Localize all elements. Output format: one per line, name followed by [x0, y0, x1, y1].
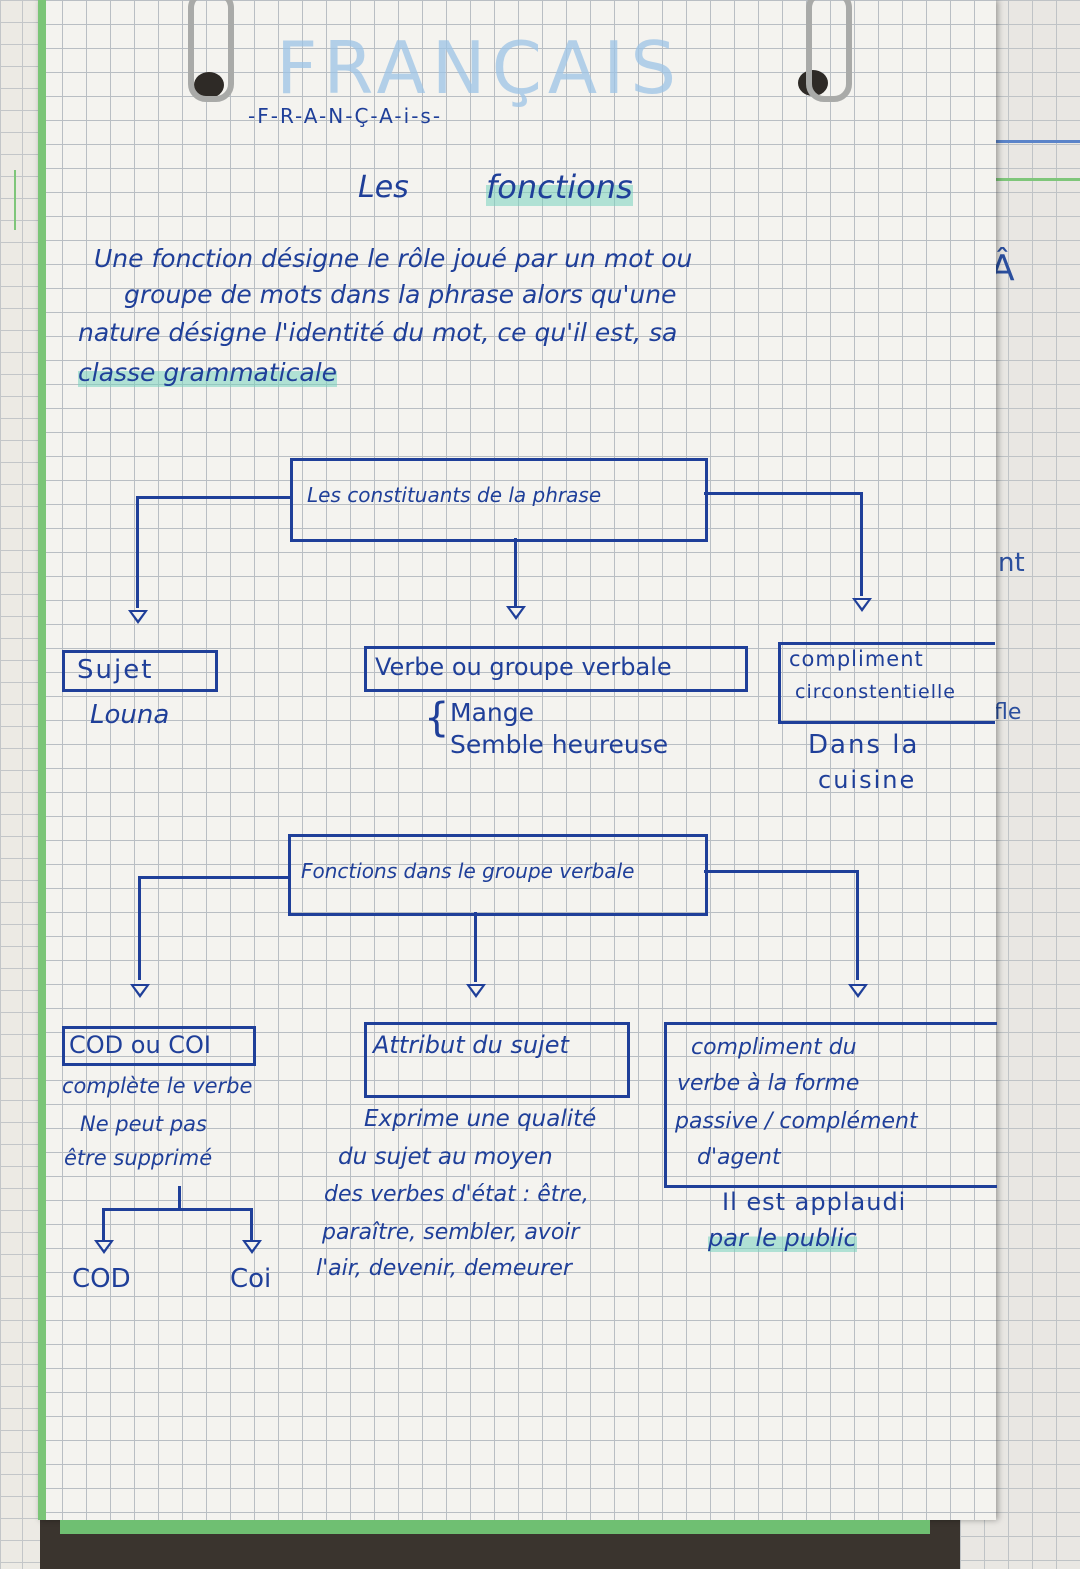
diagram1-line-left-h — [136, 496, 292, 499]
diagram2-arrow-right — [848, 984, 868, 998]
diagram2-attribut-text-5: l'air, devenir, demeurer — [316, 1256, 572, 1281]
diagram1-complement-example-1: Dans la — [808, 730, 920, 760]
diagram2-attribut-box: Attribut du sujet — [364, 1022, 630, 1098]
binder-ring-left — [188, 0, 234, 102]
diagram1-root-box: Les constituants de la phrase — [290, 458, 708, 542]
page-bottom-green-edge — [60, 1520, 930, 1534]
diagram1-sujet-box: Sujet — [62, 650, 218, 692]
diagram1-complement-example-2: cuisine — [818, 766, 917, 794]
intro-line-1: Une fonction désigne le rôle joué par un… — [94, 244, 693, 273]
diagram1-line-center-v — [514, 538, 517, 606]
subtitle-fonctions: fonctions — [486, 168, 633, 206]
subtitle-les: Les — [358, 170, 409, 205]
diagram1-arrow-right — [852, 598, 872, 612]
diagram1-verbe-example-1: Mange — [450, 698, 534, 727]
diagram2-sub-line-h — [102, 1208, 252, 1211]
diagram1-sujet-example: Louna — [90, 700, 170, 730]
green-tab-mark — [14, 170, 16, 230]
big-title: FRANÇAIS — [276, 26, 683, 110]
diagram2-codcoi-text-2: Ne peut pas — [80, 1112, 207, 1136]
diagram2-complement-label-4: d'agent — [697, 1145, 781, 1170]
diagram2-arrow-center — [466, 984, 486, 998]
diagram2-root-label: Fonctions dans le groupe verbale — [301, 859, 635, 883]
back-sheet-fragment-2: fle — [994, 700, 1022, 725]
back-sheet-fragment: nt — [998, 548, 1025, 578]
green-margin — [38, 0, 46, 1520]
diagram2-attribut-label: Attribut du sujet — [373, 1031, 569, 1059]
intro-line-2: groupe de mots dans la phrase alors qu'u… — [124, 280, 677, 309]
notebook-page: FRANÇAIS -F-R-A-N-Ç-A-i-s- Les fonctions… — [38, 0, 997, 1520]
diagram1-line-right-h — [704, 492, 862, 495]
diagram1-verbe-label: Verbe ou groupe verbale — [375, 653, 672, 681]
intro-line-3: nature désigne l'identité du mot, ce qu'… — [78, 318, 678, 347]
diagram2-sub-line-right — [250, 1208, 253, 1240]
binder-ring-right — [806, 0, 852, 102]
diagram2-sub-line-v — [178, 1186, 181, 1210]
diagram2-cod-label: COD — [72, 1264, 131, 1294]
diagram2-attribut-text-2: du sujet au moyen — [338, 1144, 553, 1170]
diagram2-line-right-h — [704, 870, 858, 873]
back-sheet-green-line — [960, 178, 1080, 181]
diagram2-complement-label-1: compliment du — [691, 1035, 857, 1060]
diagram1-complement-label-1: compliment — [789, 647, 924, 671]
diagram1-arrow-center — [506, 606, 526, 620]
diagram2-coi-label: Coi — [230, 1264, 272, 1294]
diagram1-verbe-box: Verbe ou groupe verbale — [364, 646, 748, 692]
diagram2-complement-example-1: Il est applaudi — [722, 1188, 907, 1216]
diagram2-attribut-text-3: des verbes d'état : être, — [324, 1182, 589, 1207]
diagram1-complement-label-2: circonstentielle — [795, 681, 956, 703]
diagram2-complement-example-2: par le public — [708, 1224, 857, 1252]
diagram2-codcoi-text-1: complète le verbe — [62, 1074, 253, 1098]
diagram1-line-left-v — [136, 496, 139, 608]
diagram2-arrow-cod — [94, 1240, 114, 1254]
small-title: -F-R-A-N-Ç-A-i-s- — [248, 104, 443, 128]
diagram2-complement-label-2: verbe à la forme — [677, 1071, 860, 1096]
diagram1-verbe-example-2: Semble heureuse — [450, 730, 669, 759]
diagram1-arrow-left — [128, 610, 148, 624]
diagram1-line-right-v — [860, 492, 863, 596]
diagram2-arrow-coi — [242, 1240, 262, 1254]
diagram2-arrow-left — [130, 984, 150, 998]
diagram2-line-right-v — [856, 870, 859, 980]
diagram2-line-center-v — [474, 912, 477, 982]
back-sheet-blue-line — [960, 140, 1080, 143]
diagram2-attribut-text-4: paraître, sembler, avoir — [322, 1220, 580, 1245]
diagram2-codcoi-text-3: être supprimé — [64, 1146, 213, 1170]
intro-line-4: classe grammaticale — [78, 358, 338, 387]
left-page-edge — [0, 0, 40, 1569]
diagram2-line-left-v — [138, 876, 141, 980]
diagram2-complement-box: compliment du verbe à la forme passive /… — [664, 1022, 997, 1188]
diagram2-root-box: Fonctions dans le groupe verbale — [288, 834, 708, 916]
diagram1-complement-box: compliment circonstentielle — [778, 642, 995, 724]
diagram2-line-left-h — [138, 876, 290, 879]
diagram2-codcoi-box: COD ou COI — [62, 1026, 256, 1066]
diagram2-sub-line-left — [102, 1208, 105, 1240]
diagram2-attribut-text-1: Exprime une qualité — [364, 1106, 597, 1132]
diagram2-complement-label-3: passive / complément — [675, 1109, 918, 1134]
diagram2-codcoi-label: COD ou COI — [69, 1031, 212, 1059]
diagram1-sujet-label: Sujet — [77, 655, 154, 685]
diagram1-root-label: Les constituants de la phrase — [307, 483, 602, 507]
diagram1-verbe-brace: { — [424, 695, 450, 741]
